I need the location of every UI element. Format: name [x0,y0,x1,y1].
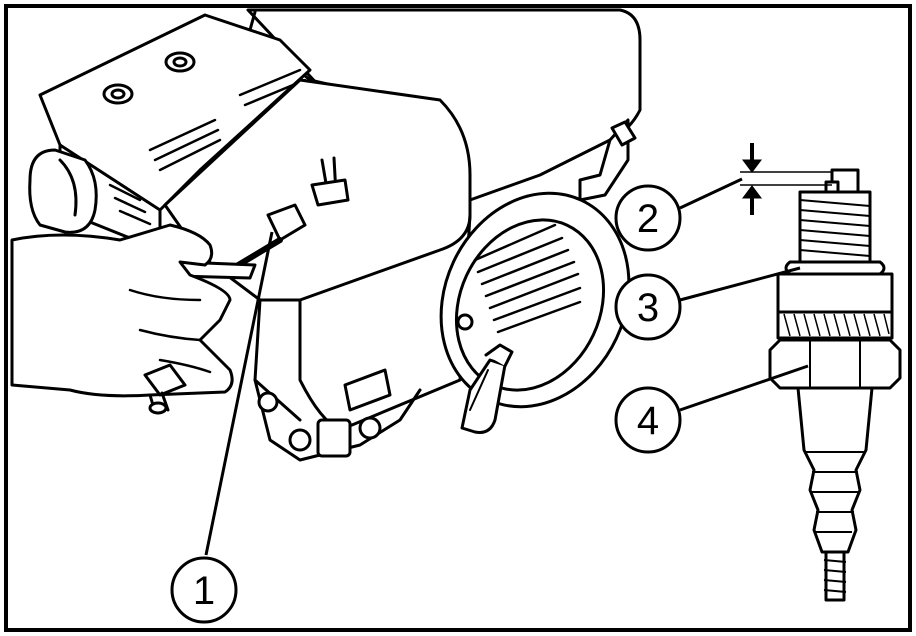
callout-leader-2 [679,177,743,210]
plug-thread-lines [799,199,871,257]
callout-number-4: 4 [637,399,659,443]
crankcase-bolt-side [257,391,279,413]
hand [10,223,234,398]
plug-insulator-ribs [806,451,864,533]
gap-arrow-bottom-head [742,185,762,199]
gap-arrow-top-head [742,159,762,173]
ground-electrode [830,168,860,192]
hand-fingers [128,288,212,374]
fuel-valve [143,363,187,397]
starter-handle-grip [469,369,489,411]
callout-1: 1 [170,556,238,624]
callout-circle-1 [170,556,238,624]
air-cleaner-vents [148,68,307,172]
callout-number-1: 1 [193,569,215,613]
plug-terminal [824,550,846,602]
callout-2: 2 [614,184,682,252]
plug-insulator [796,386,874,554]
callout-circle-4 [614,386,682,454]
crankcase-bolt-right [358,416,382,440]
fuel-fitting [310,178,350,207]
plug-terminal-threads [823,559,847,593]
gap-indicator [740,143,832,215]
callout-leader-4 [679,364,809,412]
engine-bolt-top-right [610,120,637,147]
starter-handle-top [484,343,514,368]
callout-circle-3 [614,273,682,341]
crankcase-bolt-left [288,428,312,452]
callout-number-2: 2 [637,197,659,241]
plug-hex-facets [809,340,861,388]
callout-4: 4 [614,386,682,454]
recoil-starter-bolt [456,313,474,331]
callout-leaders [204,177,809,556]
air-cleaner-knob-right-inner [172,56,188,68]
starter-handle [460,358,507,434]
plug-hex-nut [768,338,902,390]
air-cleaner-slots [108,183,152,226]
crankcase-plate [316,418,352,458]
muffler-cap-edge [58,158,78,217]
fuel-valve-tip [148,401,168,415]
plug-knurl-lines [783,313,890,337]
spark-plug-detail [768,168,902,602]
callout-leader-1 [204,231,274,556]
recoil-starter-grille [473,223,582,334]
mounted-spark-plug [266,203,307,242]
plug-gasket [784,260,886,276]
engine-illustration [10,8,642,462]
callout-number-3: 3 [637,286,659,330]
callout-circle-2 [614,184,682,252]
callout-3: 3 [614,273,682,341]
callout-leader-3 [679,266,801,302]
air-cleaner-knob-left-inner [110,88,126,100]
crankcase-boss [343,368,392,412]
plug-shell [776,272,894,314]
muffler-cap [28,148,98,234]
